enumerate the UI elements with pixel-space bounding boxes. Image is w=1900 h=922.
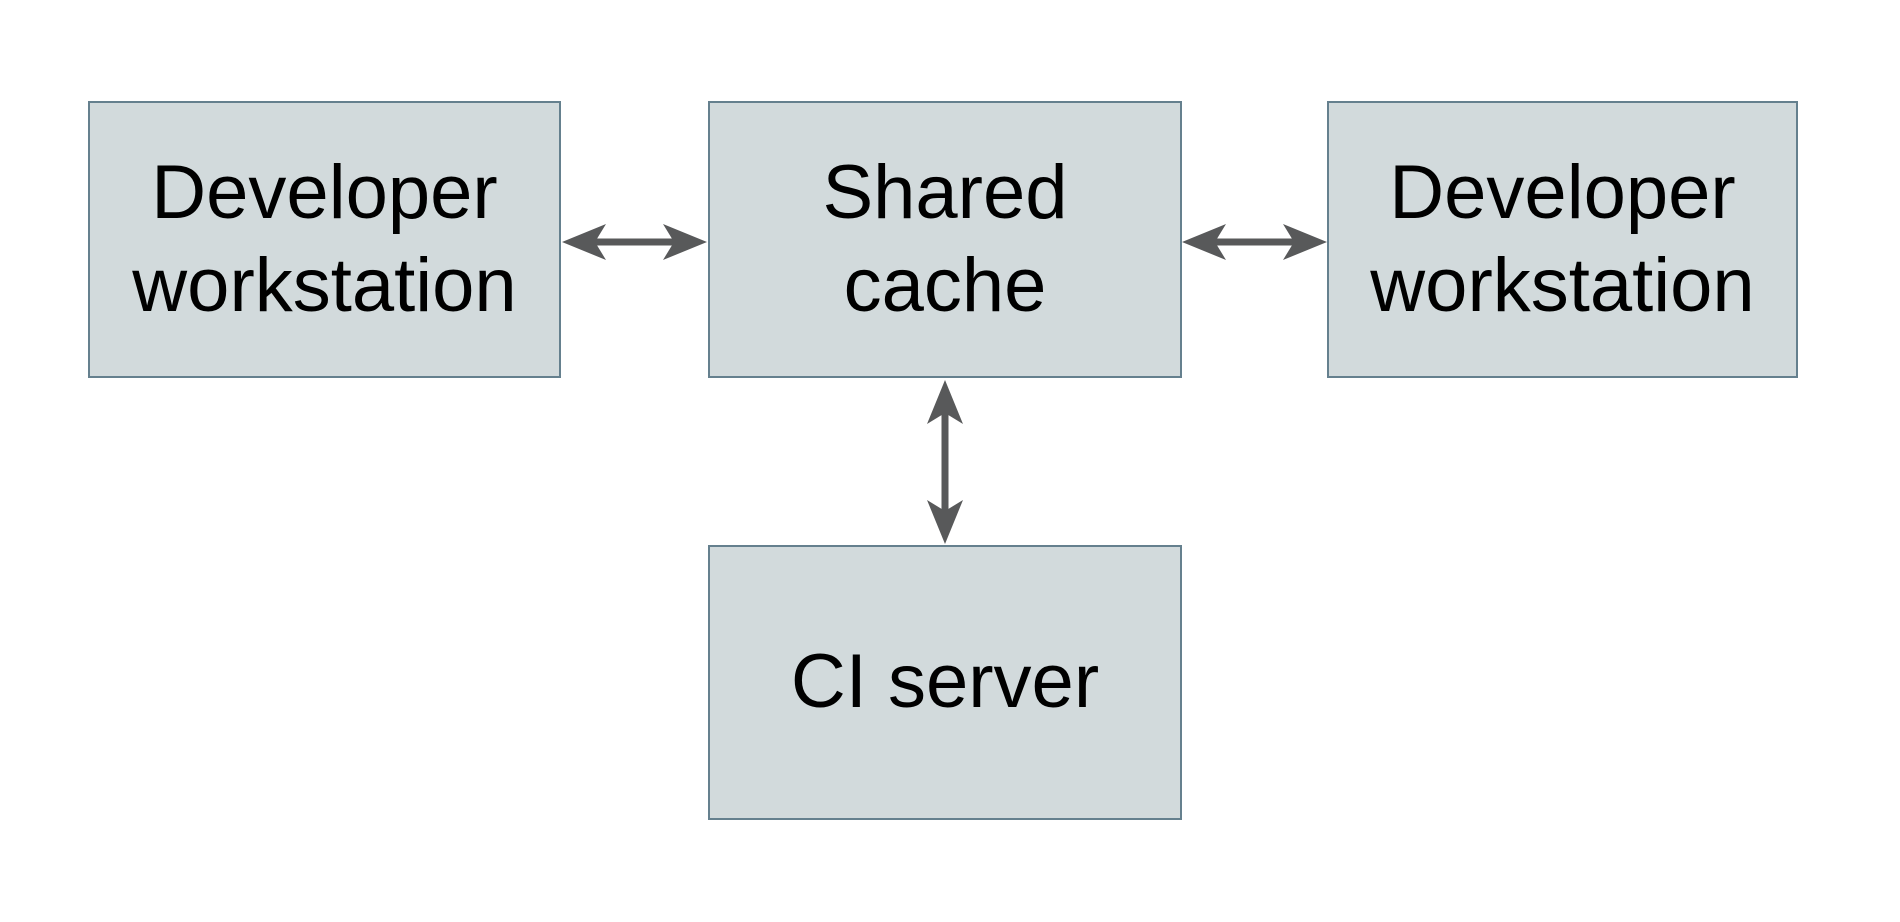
node-label-developer-workstation-left: Developer workstation (132, 149, 517, 328)
bidirectional-arrow-cache-to-ci-server-icon (923, 379, 967, 545)
bidirectional-arrow-cache-to-right-workstation-icon (1181, 220, 1328, 264)
node-ci-server: CI server (708, 545, 1182, 820)
node-label-ci-server: CI server (790, 639, 1100, 725)
bidirectional-arrow-left-workstation-to-cache-icon (561, 220, 708, 264)
node-label-shared-cache: Shared cache (822, 149, 1068, 328)
node-shared-cache: Shared cache (708, 101, 1182, 378)
node-developer-workstation-left: Developer workstation (88, 101, 561, 378)
node-label-developer-workstation-right: Developer workstation (1370, 149, 1755, 328)
node-developer-workstation-right: Developer workstation (1327, 101, 1798, 378)
